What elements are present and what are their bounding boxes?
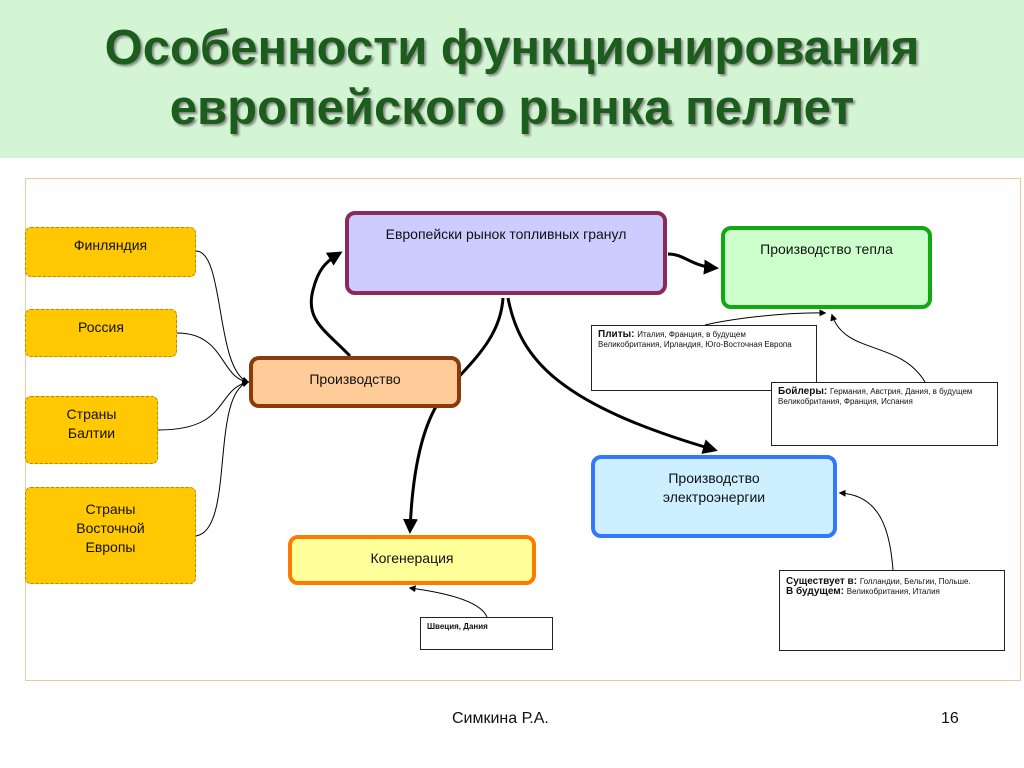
slide-title-line-2: европейского рынка пеллет xyxy=(169,81,855,135)
note-stoves-text: Италия, Франция, в будущем Великобритани… xyxy=(598,330,792,349)
note-future-label: В будущем xyxy=(786,586,841,597)
footer-page-number: 16 xyxy=(941,710,959,727)
slide-title-line-1: Особенности функционирования xyxy=(104,21,920,75)
node-market: Европейски рынок топливных гранул xyxy=(345,211,667,295)
link-stoves-heat xyxy=(704,309,827,326)
node-heat-label: Производство тепла xyxy=(760,241,893,257)
source-finland: Финляндия xyxy=(25,227,196,277)
source-east-europe: Страны Восточной Европы xyxy=(25,487,196,584)
node-cogeneration-label: Когенерация xyxy=(370,550,454,566)
source-baltic: Страны Балтии xyxy=(25,396,158,464)
note-electricity-exists: Существует в: Голландии, Бельгии, Польше… xyxy=(786,576,971,587)
source-russia-label: Россия xyxy=(78,319,124,335)
source-baltic-label: Страны Балтии xyxy=(66,406,117,441)
link-market-cogeneration xyxy=(402,297,505,534)
note-electricity-future: В будущем: Великобритания, Италия xyxy=(786,586,940,597)
node-production: Производство xyxy=(249,356,461,408)
node-production-label: Производство xyxy=(309,371,401,387)
note-electricity: Существует в: Голландии, Бельгии, Польше… xyxy=(779,570,1005,651)
source-russia: Россия xyxy=(25,309,177,357)
link-exists-electricity xyxy=(838,489,894,571)
note-boilers: Бойлеры: Германия, Австрия, Дания, в буд… xyxy=(771,382,998,446)
note-stoves-label: Плиты xyxy=(598,329,632,340)
source-east-europe-label: Страны Восточной Европы xyxy=(76,501,145,555)
link-boilers-heat xyxy=(830,313,926,383)
node-electricity: Производство электроэнергии xyxy=(591,455,837,538)
note-exists-label: Существует в xyxy=(786,576,854,587)
note-boilers-label: Бойлеры xyxy=(778,386,824,397)
link-easteurope-production xyxy=(195,380,250,537)
node-market-label: Европейски рынок топливных гранул xyxy=(385,226,627,242)
note-boilers-text: Германия, Австрия, Дания, в будущем Вели… xyxy=(778,387,973,406)
note-exists-text: Голландии, Бельгии, Польше. xyxy=(859,577,971,586)
node-heat: Производство тепла xyxy=(721,226,932,309)
footer-author: Симкина Р.А. xyxy=(452,710,549,727)
node-electricity-label: Производство электроэнергии xyxy=(662,470,766,505)
node-cogeneration: Когенерация xyxy=(288,535,536,585)
slide-title: Особенности функционирования европейског… xyxy=(0,18,1024,138)
link-market-heat xyxy=(667,252,719,275)
link-market-electricity xyxy=(506,297,718,454)
link-finland-production xyxy=(195,250,250,384)
link-cogen-note-cogeneration xyxy=(408,585,488,618)
source-finland-label: Финляндия xyxy=(73,237,148,253)
note-stoves: Плиты: Италия, Франция, в будущем Велико… xyxy=(591,325,817,391)
link-baltic-production xyxy=(157,379,250,431)
title-band xyxy=(0,0,1024,158)
note-cogeneration: Швеция, Дания xyxy=(420,617,553,650)
note-cogeneration-text: Швеция, Дания xyxy=(427,622,488,631)
link-production-market xyxy=(309,251,352,358)
note-future-text: Великобритания, Италия xyxy=(846,587,940,596)
link-russia-production xyxy=(176,332,250,385)
